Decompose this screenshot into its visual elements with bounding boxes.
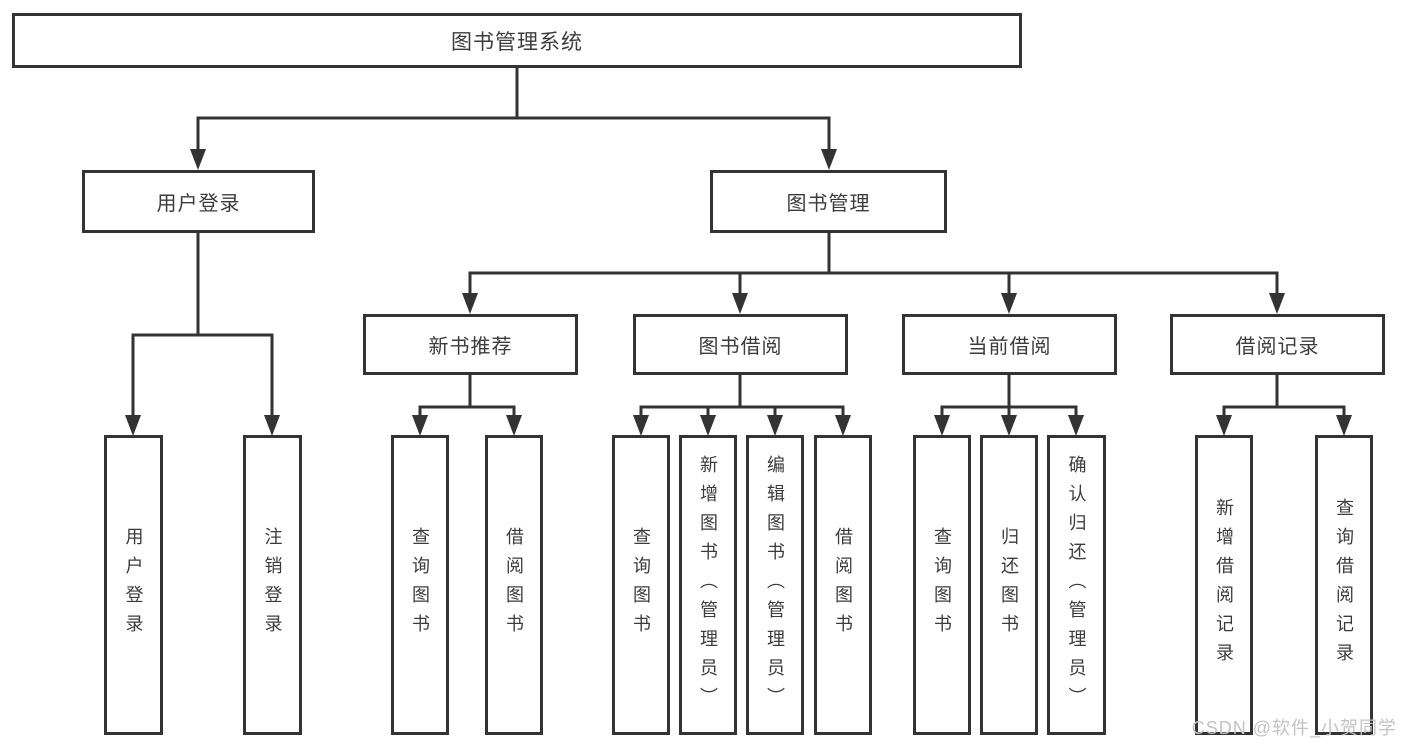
node-label: 新增借阅记录: [1214, 498, 1234, 672]
node-label: 借阅图书: [833, 527, 853, 643]
leaf-logout-login: 注销登录: [243, 435, 302, 735]
node-book-borrowing: 图书借阅: [633, 314, 848, 375]
watermark: CSDN @软件_小贺同学: [1191, 718, 1397, 738]
node-label: 借阅图书: [504, 527, 524, 643]
node-new-book-recommend: 新书推荐: [363, 314, 578, 375]
node-user-login-branch: 用户登录: [82, 170, 315, 233]
leaf-edit-books-admin: 编辑图书（管理员）: [746, 435, 804, 735]
node-label: 归还图书: [999, 527, 1019, 643]
node-label: 当前借阅: [967, 336, 1052, 358]
node-label: 查询图书: [631, 527, 651, 643]
leaf-search-borrow-record: 查询借阅记录: [1315, 435, 1373, 735]
node-borrow-records: 借阅记录: [1170, 314, 1385, 375]
node-label: 查询图书: [932, 527, 952, 643]
node-label: 借阅记录: [1235, 336, 1320, 358]
leaf-search-books-current: 查询图书: [913, 435, 971, 735]
node-label: 新增图书（管理员）: [698, 454, 718, 716]
leaf-search-books-recommend: 查询图书: [391, 435, 449, 735]
node-label: 图书借阅: [698, 336, 783, 358]
node-label: 用户登录: [156, 193, 241, 215]
leaf-user-login: 用户登录: [104, 435, 163, 735]
node-current-borrowing: 当前借阅: [902, 314, 1117, 375]
leaf-borrow-books-recommend: 借阅图书: [485, 435, 543, 735]
node-label: 确认归还（管理员）: [1066, 454, 1087, 716]
node-library-management-system: 图书管理系统: [12, 13, 1022, 68]
leaf-borrow-books: 借阅图书: [814, 435, 872, 735]
node-label: 图书管理系统: [451, 30, 583, 54]
leaf-confirm-return-admin: 确认归还（管理员）: [1047, 435, 1106, 735]
node-label: 编辑图书（管理员）: [765, 454, 785, 716]
node-label: 用户登录: [123, 527, 144, 643]
leaf-add-borrow-record: 新增借阅记录: [1195, 435, 1253, 735]
node-book-management-branch: 图书管理: [710, 170, 947, 233]
node-label: 查询借阅记录: [1334, 498, 1354, 672]
node-label: 查询图书: [410, 527, 430, 643]
leaf-search-books-borrowing: 查询图书: [612, 435, 670, 735]
leaf-add-books-admin: 新增图书（管理员）: [679, 435, 737, 735]
leaf-return-books: 归还图书: [980, 435, 1038, 735]
node-label: 图书管理: [786, 193, 871, 215]
arrowhead-icons: [125, 149, 1352, 436]
node-label: 注销登录: [262, 527, 283, 643]
node-label: 新书推荐: [428, 336, 513, 358]
